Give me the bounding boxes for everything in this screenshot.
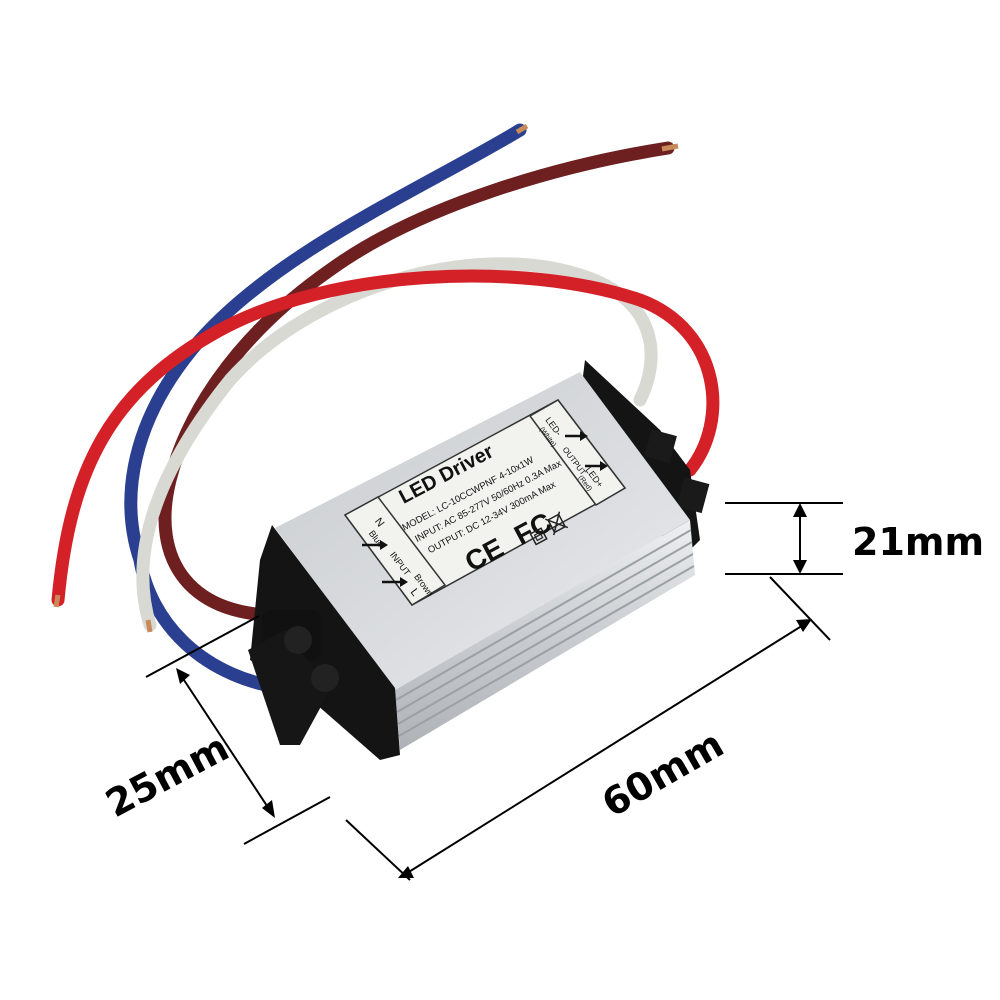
arrow-right-icon xyxy=(600,461,608,471)
height-dimension: 21mm xyxy=(725,502,984,575)
wires xyxy=(51,123,720,697)
right-arrows xyxy=(565,431,608,471)
recycle-icons xyxy=(529,511,569,546)
arrow-right-icon xyxy=(580,431,588,441)
left-panel xyxy=(343,496,447,606)
width-label: 25mm xyxy=(99,725,236,826)
left-endcap xyxy=(250,525,400,760)
driver-housing xyxy=(248,360,710,760)
red-wire xyxy=(51,269,720,607)
blue-wire xyxy=(124,123,527,697)
arrow-right-icon xyxy=(380,540,388,550)
left-arrows xyxy=(362,540,408,587)
housing-side xyxy=(395,520,695,750)
arrow-right-icon xyxy=(400,577,408,587)
length-label: 60mm xyxy=(595,722,731,826)
height-label: 21mm xyxy=(852,520,984,564)
bin-icon xyxy=(546,513,567,534)
class-ii-icon xyxy=(529,527,548,546)
brown-wire xyxy=(158,141,675,622)
right-panel xyxy=(528,399,627,506)
